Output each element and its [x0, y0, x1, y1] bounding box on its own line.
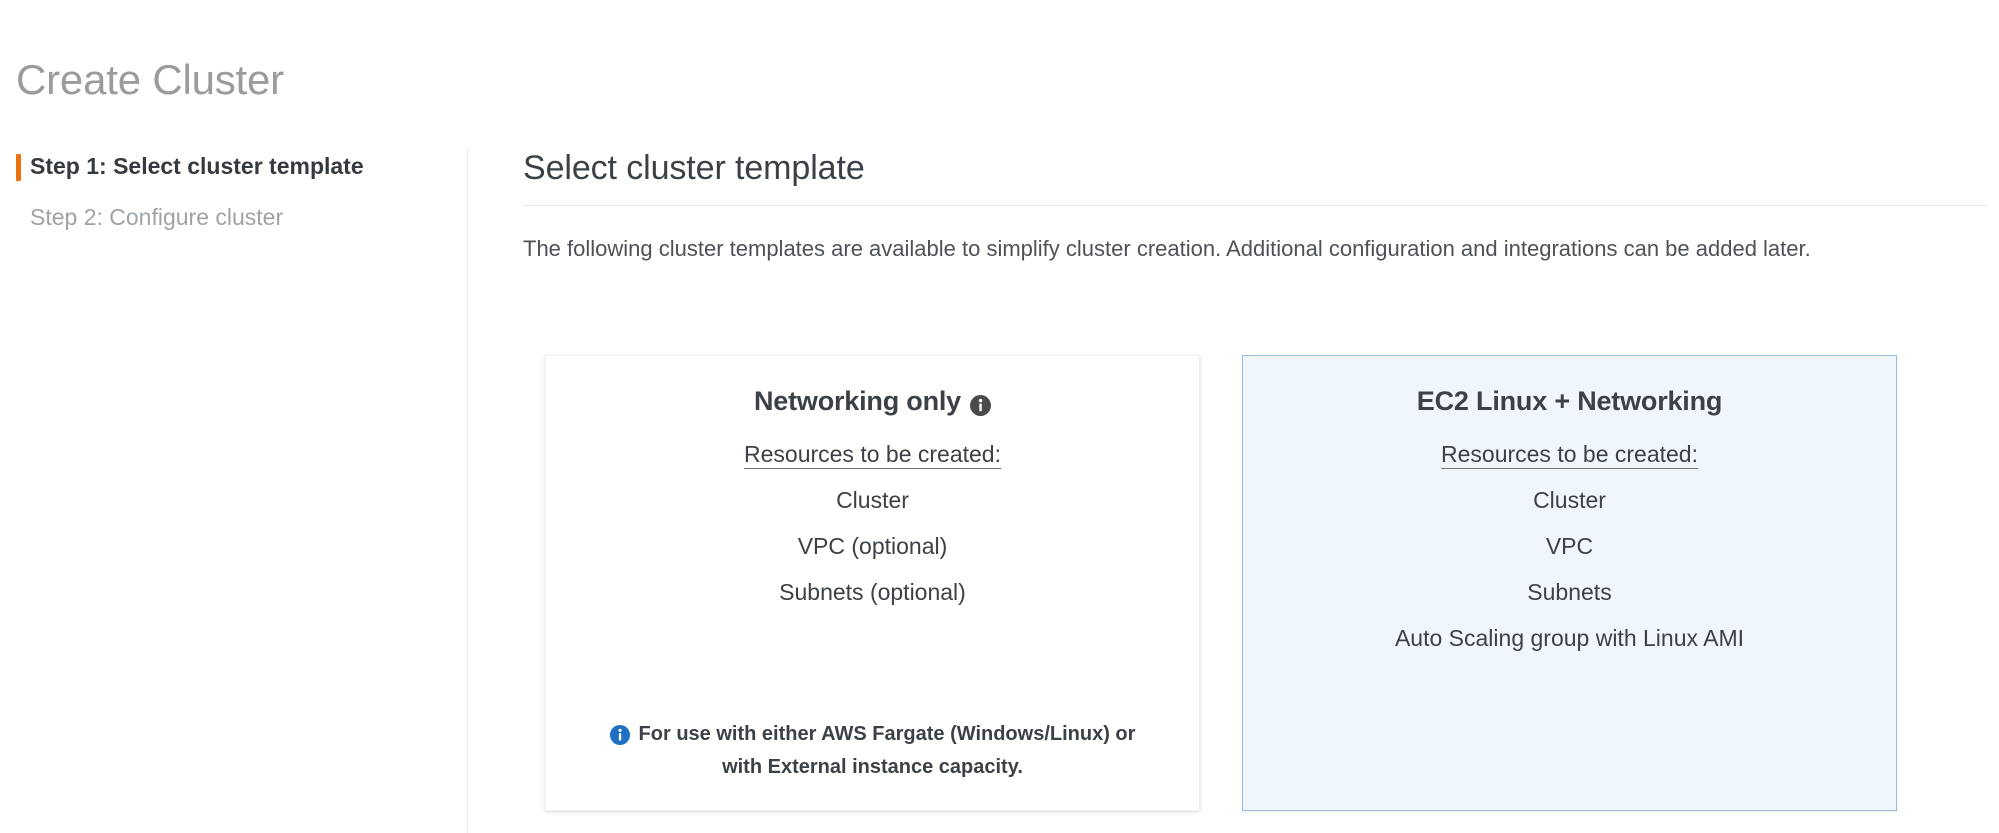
- page-title: Create Cluster: [16, 56, 284, 104]
- main-content: Select cluster template The following cl…: [523, 148, 1987, 290]
- template-card-networking-only[interactable]: Networking only Resources to be created:…: [545, 355, 1200, 811]
- resource-list: Cluster VPC Subnets Auto Scaling group w…: [1243, 486, 1896, 652]
- resource-item: Cluster: [1533, 486, 1606, 513]
- resources-label: Resources to be created:: [1243, 440, 1896, 469]
- template-card-grid: Networking only Resources to be created:…: [545, 355, 1897, 813]
- section-description: The following cluster templates are avai…: [523, 236, 1811, 261]
- template-card-ec2-linux-networking[interactable]: EC2 Linux + Networking Resources to be c…: [1242, 355, 1897, 811]
- resources-label: Resources to be created:: [546, 440, 1199, 469]
- resource-item: VPC (optional): [797, 532, 948, 559]
- section-heading: Select cluster template: [523, 149, 865, 187]
- wizard-step-1-label: Step 1: Select cluster template: [30, 153, 364, 179]
- section-divider: [523, 205, 1987, 206]
- resource-item: VPC: [1545, 532, 1594, 559]
- active-step-marker: [16, 154, 21, 181]
- info-icon: [609, 723, 630, 745]
- template-card-note-text: For use with either AWS Fargate (Windows…: [638, 723, 1136, 778]
- wizard-step-2-label: Step 2: Configure cluster: [30, 204, 284, 230]
- resources-label-text: Resources to be created:: [1441, 440, 1698, 469]
- template-card-title: EC2 Linux + Networking: [1243, 356, 1896, 420]
- wizard-step-1[interactable]: Step 1: Select cluster template: [0, 152, 468, 181]
- template-card-title-text: EC2 Linux + Networking: [1416, 385, 1723, 416]
- info-icon[interactable]: [970, 388, 991, 417]
- wizard-step-2[interactable]: Step 2: Configure cluster: [0, 203, 468, 231]
- template-card-title-text: Networking only: [753, 385, 961, 416]
- resource-list: Cluster VPC (optional) Subnets (optional…: [546, 486, 1199, 606]
- resource-item: Auto Scaling group with Linux AMI: [1394, 624, 1745, 651]
- sidebar-divider: [467, 148, 468, 833]
- resources-label-text: Resources to be created:: [744, 440, 1001, 469]
- resource-item: Subnets: [1527, 578, 1612, 605]
- template-card-title: Networking only: [546, 356, 1199, 420]
- resource-item: Cluster: [836, 486, 909, 513]
- wizard-steps-sidebar: Step 1: Select cluster template Step 2: …: [0, 148, 468, 833]
- template-card-note: For use with either AWS Fargate (Windows…: [546, 718, 1199, 784]
- resource-item: Subnets (optional): [779, 578, 966, 605]
